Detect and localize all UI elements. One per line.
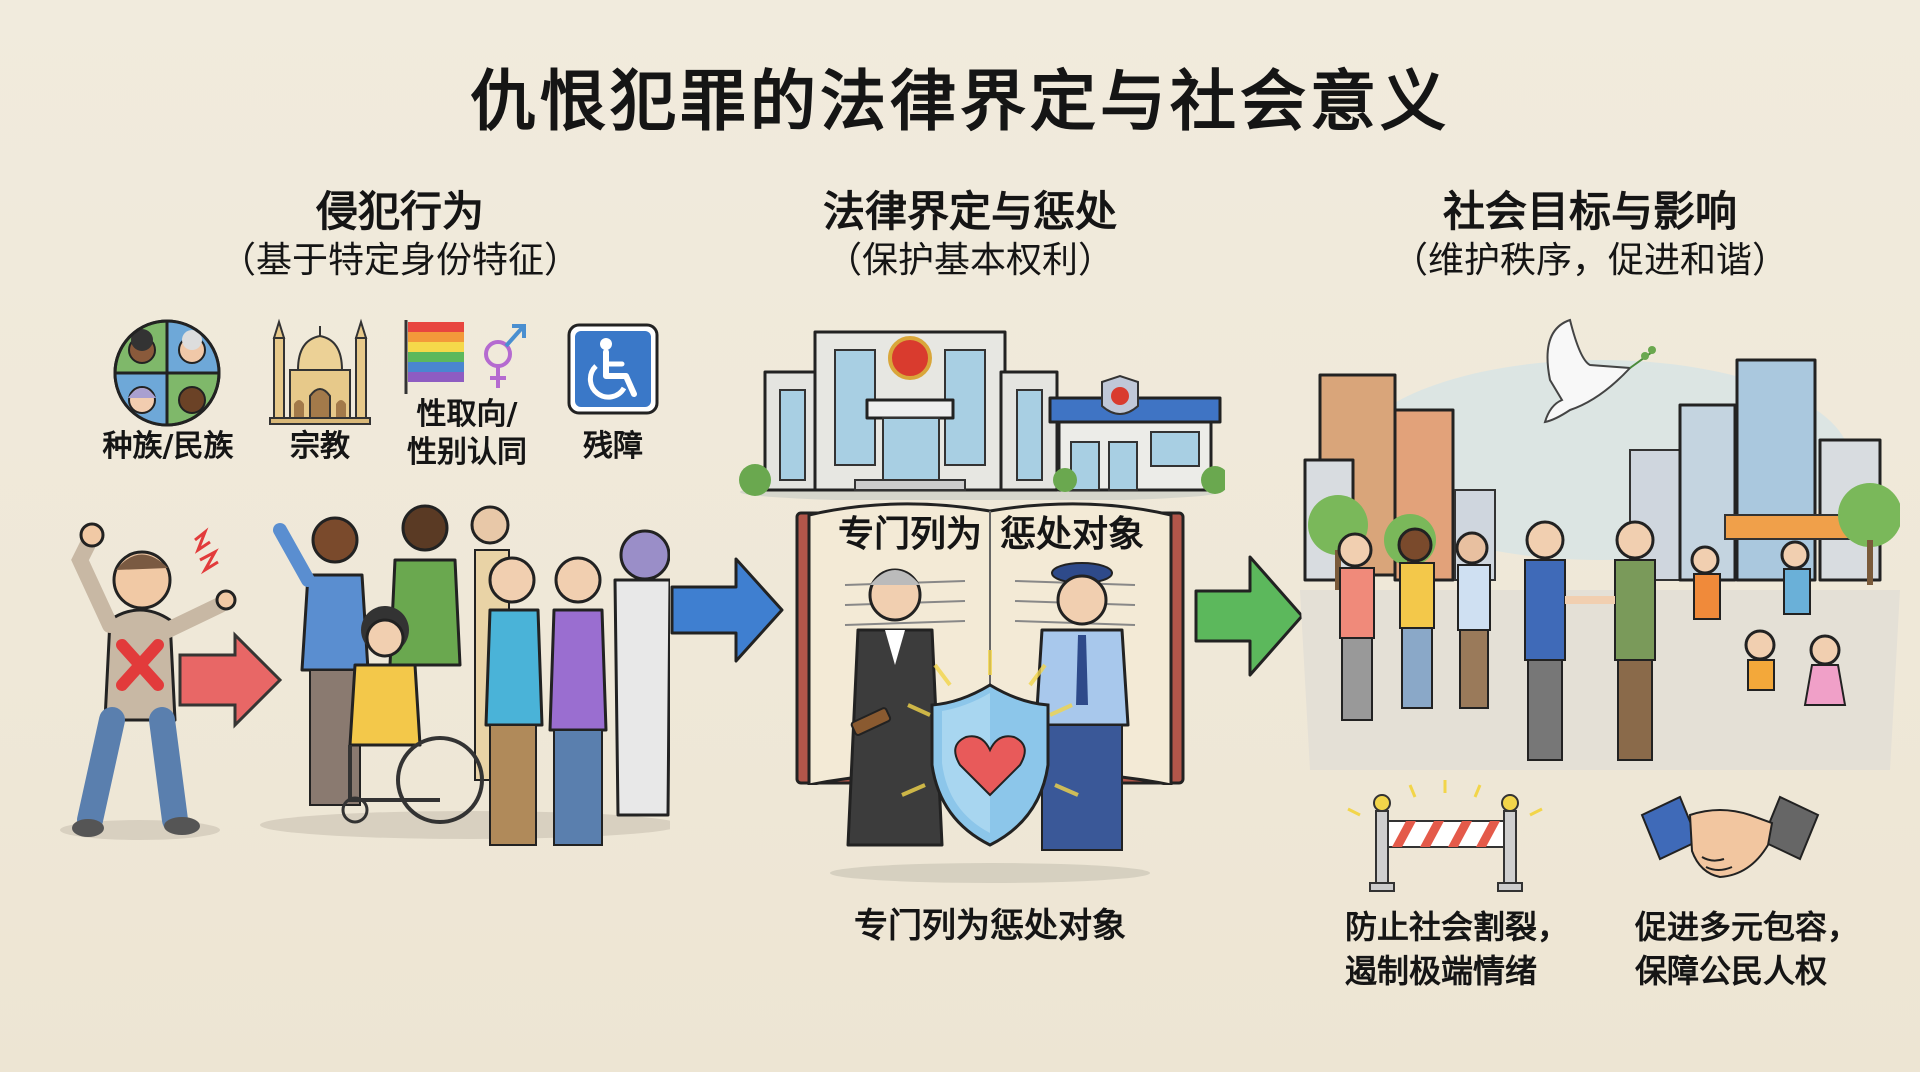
legal-subheading: （保护基本权利） (825, 240, 1114, 281)
police-station (1048, 374, 1222, 492)
barrier-icon (1347, 780, 1543, 892)
judge-figure (846, 568, 944, 847)
judge-and-police-with-shield-illustration (830, 562, 1150, 883)
category-label-line1: 性取向/ (416, 397, 518, 432)
shield-heart-icon (901, 650, 1079, 847)
category-label-race: 种族/民族 (102, 429, 234, 464)
mosque-icon (269, 318, 371, 425)
outcome-line2: 保障公民人权 (1635, 952, 1828, 990)
aggressor-confronting-diverse-group-illustration (60, 504, 670, 846)
national-emblem-icon (888, 336, 932, 380)
outcome-prevent-division: 防止社会割裂， 遏制极端情绪 (1345, 905, 1575, 993)
column-header-legal: 法律界定与惩处 （保护基本权利） (690, 186, 1250, 284)
green-arrow-icon (1194, 555, 1304, 677)
outcome-line1: 防止社会割裂， (1345, 908, 1570, 946)
outcome-line2: 遏制极端情绪 (1345, 952, 1538, 990)
category-label-disability: 残障 (583, 429, 643, 464)
handshake-icon (1640, 795, 1820, 879)
category-label-sexual-orientation: 性取向/ 性别认同 (392, 396, 542, 472)
category-label-line2: 性别认同 (407, 435, 527, 470)
category-label-religion: 宗教 (290, 429, 350, 464)
book-right-text: 惩处对象 (1000, 514, 1145, 555)
red-arrow-icon (178, 631, 283, 729)
legal-caption: 专门列为惩处对象 (854, 906, 1126, 946)
harmonious-city-community-illustration (1300, 318, 1900, 770)
diverse-group (273, 504, 670, 846)
social-heading: 社会目标与影响 (1442, 187, 1737, 236)
diverse-faces-globe-icon (113, 319, 221, 427)
police-figure (1034, 562, 1130, 851)
outcome-promote-inclusion: 促进多元包容， 保障公民人权 (1635, 905, 1865, 993)
courthouse-and-police-station-illustration (739, 330, 1225, 500)
column-header-offense: 侵犯行为 （基于特定身份特征） (120, 186, 680, 284)
rainbow-flag-gender-symbol-icon (404, 320, 526, 394)
courthouse (763, 330, 1059, 492)
legal-heading: 法律界定与惩处 (822, 187, 1117, 236)
column-header-social: 社会目标与影响 （维护秩序，促进和谐） (1310, 186, 1870, 284)
blue-arrow-icon (670, 557, 784, 663)
gavel-icon (850, 707, 892, 736)
page-title: 仇恨犯罪的法律界定与社会意义 (470, 63, 1450, 140)
people-group (1337, 520, 1847, 761)
wheelchair-accessibility-icon (567, 323, 659, 415)
dove-icon (1543, 318, 1656, 424)
outcome-line1: 促进多元包容， (1635, 908, 1860, 946)
book-left-text: 专门列为 (838, 514, 983, 555)
social-subheading: （维护秩序，促进和谐） (1391, 240, 1788, 281)
offense-heading: 侵犯行为 (315, 187, 484, 236)
offense-subheading: （基于特定身份特征） (219, 240, 580, 281)
aggressor-figure (71, 522, 237, 837)
